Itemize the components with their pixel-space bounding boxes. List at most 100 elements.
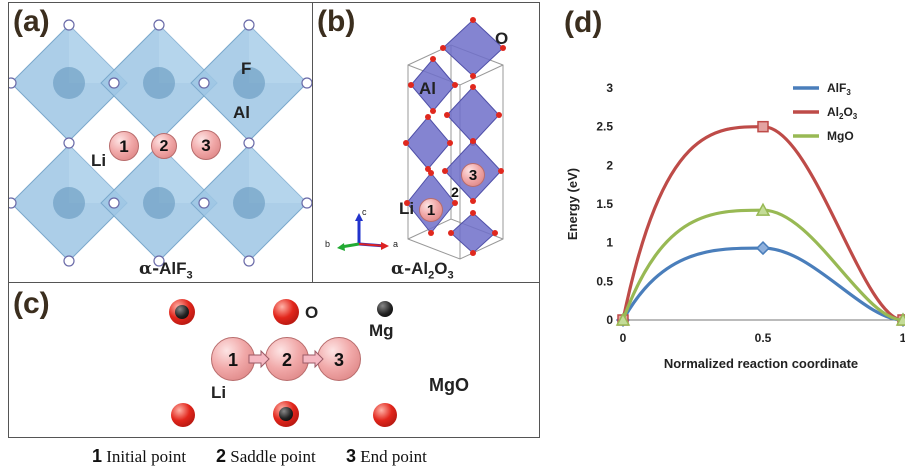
panel-b-label: (b)	[317, 5, 356, 38]
site-1-ball: 1	[211, 337, 255, 381]
legend-num: 2	[216, 446, 227, 466]
panel-a: (a) F Al Li 1 2 3 α-AlF3	[8, 2, 314, 284]
o-atom	[373, 403, 397, 427]
legend-label: Al2O3	[827, 105, 858, 121]
material-label: MgO	[429, 375, 469, 395]
f-atom	[63, 19, 75, 31]
site-3-ball: 3	[461, 163, 485, 187]
atom-li-label: Li	[399, 199, 415, 218]
o-atom	[430, 108, 436, 114]
o-atom	[448, 230, 454, 236]
f-atom	[63, 255, 75, 267]
caption-subscript-2: 2	[428, 269, 435, 282]
f-atom	[153, 19, 165, 31]
site-1-ball: 1	[109, 131, 139, 161]
o-atom	[470, 210, 476, 216]
o-atom	[452, 82, 458, 88]
o-atom	[470, 73, 476, 79]
f-atom	[198, 77, 210, 89]
alo6-octahedron	[446, 86, 500, 144]
f-atom	[153, 255, 165, 267]
f-atom	[108, 77, 120, 89]
legend-num: 1	[92, 446, 103, 466]
panel-b: (b) O Al Li 1 2 3 c b a α-Al2O3	[312, 2, 540, 284]
atom-li-label: Li	[211, 383, 227, 402]
x-tick-label: 0	[620, 331, 627, 345]
o-atom	[440, 45, 446, 51]
o-atom	[425, 114, 431, 120]
alo6-octahedron	[442, 19, 504, 77]
legend-text: Saddle point	[230, 447, 316, 466]
f-atom	[301, 197, 313, 209]
mg-atom	[377, 301, 393, 317]
caption-subscript-3: 3	[447, 269, 454, 282]
atom-o-label: O	[305, 303, 319, 322]
axis-c-label: c	[362, 207, 367, 217]
o-atom	[171, 403, 195, 427]
y-tick-label: 3	[606, 81, 613, 95]
caption-subscript: 3	[186, 269, 193, 282]
site-1-ball: 1	[419, 198, 443, 222]
atom-f-label: F	[241, 59, 252, 78]
o-atom	[442, 168, 448, 174]
mg-atom-inner	[279, 407, 293, 421]
al-atom	[143, 187, 175, 219]
o-atom	[452, 200, 458, 206]
o-atom	[273, 299, 299, 325]
site-3-ball: 3	[191, 130, 221, 160]
octahedron-face	[249, 145, 307, 203]
f-atom	[198, 197, 210, 209]
f-atom	[243, 19, 255, 31]
x-tick-label: 1	[900, 331, 905, 345]
f-atom	[9, 77, 17, 89]
legend-label: AlF3	[827, 81, 851, 97]
o-atom	[447, 140, 453, 146]
data-point-triangle	[615, 312, 631, 326]
y-tick-label: 2	[606, 158, 613, 172]
o-atom	[492, 230, 498, 236]
f-atom	[301, 77, 313, 89]
x-tick-label: 0.5	[755, 331, 772, 345]
o-atom	[470, 250, 476, 256]
alf3-crystal-structure	[9, 19, 313, 267]
octahedron-face	[159, 25, 217, 83]
atom-mg-label: Mg	[369, 321, 394, 340]
data-point-square	[757, 120, 769, 133]
series-line	[621, 246, 904, 322]
al-atom	[53, 187, 85, 219]
panel-a-caption: α-AlF3	[139, 259, 193, 281]
y-tick-label: 0	[606, 313, 613, 327]
atom-al-label: Al	[233, 103, 250, 122]
axis-b-label: b	[325, 239, 331, 249]
axis-a-label: a	[393, 239, 399, 249]
o-atom	[470, 138, 476, 144]
alo6-octahedron	[450, 212, 496, 254]
y-tick-label: 1.5	[596, 197, 613, 211]
mg-atom-inner	[175, 305, 189, 319]
o-atom	[404, 200, 410, 206]
y-tick-label: 1	[606, 236, 613, 250]
data-point-triangle	[895, 312, 905, 326]
legend-text: End point	[360, 447, 427, 466]
data-point-triangle	[755, 202, 771, 216]
octahedron-face	[69, 25, 127, 83]
legend-initial: 1 Initial point	[92, 446, 186, 467]
o-atom	[430, 56, 436, 62]
o-atom	[470, 198, 476, 204]
panel-a-label: (a)	[13, 5, 50, 38]
o-atom	[428, 170, 434, 176]
caption-formula-o: O	[434, 259, 448, 278]
f-atom	[108, 197, 120, 209]
legend-end: 3 End point	[346, 446, 427, 467]
octahedron-face	[249, 25, 307, 83]
data-point-diamond	[755, 241, 771, 256]
panel-c: (c) O Mg 1 2 3 Li MgO	[8, 282, 540, 438]
al-atom	[53, 67, 85, 99]
f-atom	[9, 197, 17, 209]
o-atom	[403, 140, 409, 146]
o-atom	[408, 82, 414, 88]
alo6-octahedron	[405, 116, 451, 170]
o-atom	[498, 168, 504, 174]
f-atom	[243, 137, 255, 149]
